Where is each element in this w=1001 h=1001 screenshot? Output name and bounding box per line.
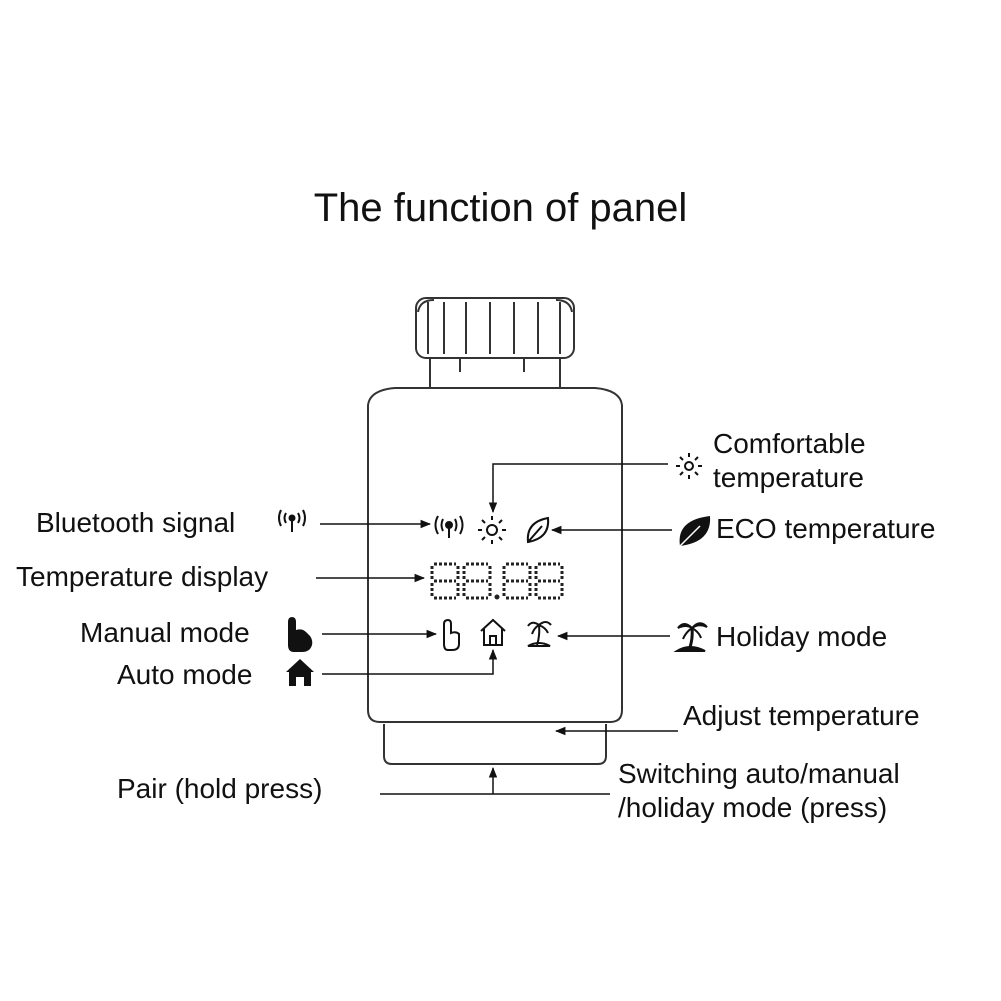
palm-tree-icon bbox=[527, 621, 552, 647]
house-label-icon bbox=[286, 659, 314, 686]
label-pair: Pair (hold press) bbox=[117, 773, 323, 804]
sun-label-icon bbox=[676, 453, 702, 479]
label-comfortable-line2: temperature bbox=[713, 462, 864, 493]
label-holiday-mode: Holiday mode bbox=[716, 621, 888, 652]
bluetooth-signal-label-icon bbox=[278, 509, 306, 532]
hand-label-icon bbox=[288, 617, 313, 652]
palm-tree-label-icon bbox=[673, 622, 708, 652]
digit-3 bbox=[502, 562, 532, 600]
leader-lines bbox=[316, 463, 678, 795]
digit-1 bbox=[430, 562, 460, 600]
knurled-cap bbox=[415, 297, 575, 359]
arrow-auto-mode bbox=[322, 648, 498, 675]
page-title: The function of panel bbox=[313, 186, 688, 230]
label-manual-mode: Manual mode bbox=[80, 617, 250, 648]
neck bbox=[429, 357, 561, 389]
sun-icon bbox=[478, 516, 506, 544]
decimal-point bbox=[494, 594, 500, 600]
thermostat-device bbox=[367, 297, 623, 765]
body-shoulder bbox=[367, 387, 623, 406]
leaf-icon bbox=[526, 516, 550, 544]
adjust-ring bbox=[383, 724, 607, 765]
digit-2 bbox=[462, 562, 492, 600]
temperature-display bbox=[430, 562, 564, 600]
label-switching-line2: /holiday mode (press) bbox=[618, 792, 888, 823]
hand-icon bbox=[443, 618, 460, 651]
label-auto-mode: Auto mode bbox=[117, 659, 253, 690]
arrow-comfortable bbox=[488, 463, 668, 514]
label-bluetooth-signal: Bluetooth signal bbox=[36, 507, 236, 538]
bluetooth-signal-icon bbox=[434, 515, 464, 538]
label-comfortable-line1: Comfortable bbox=[713, 428, 866, 459]
house-icon bbox=[480, 618, 506, 646]
digit-4 bbox=[534, 562, 564, 600]
label-eco-temperature: ECO temperature bbox=[716, 513, 936, 544]
label-adjust-temperature: Adjust temperature bbox=[683, 700, 920, 731]
leaf-label-icon bbox=[679, 516, 711, 547]
label-temperature-display: Temperature display bbox=[16, 561, 269, 592]
main-body bbox=[367, 405, 623, 723]
label-switching-line1: Switching auto/manual bbox=[618, 758, 900, 789]
